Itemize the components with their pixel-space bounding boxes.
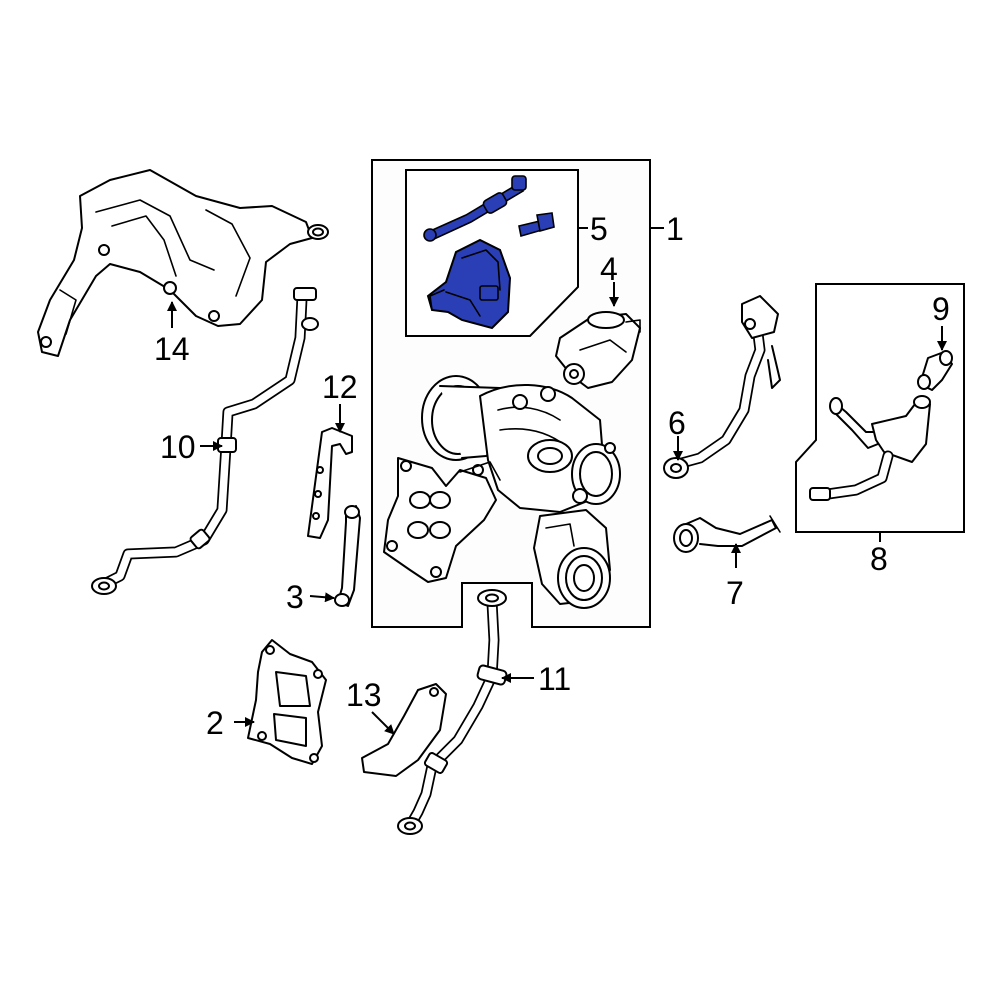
callout-11: 11 [538,661,571,697]
callout-13: 13 [346,677,382,713]
strap[interactable] [334,505,361,607]
coolant-hose-kit-box [795,283,965,542]
callout-5: 5 [590,211,608,247]
support-bracket[interactable] [307,427,353,539]
callout-10: 10 [160,429,196,465]
callout-6: 6 [668,405,686,441]
oil-feed-line[interactable] [91,287,319,595]
quick-connector[interactable] [917,350,953,391]
callout-2: 2 [206,705,224,741]
wastegate-actuator-highlighted[interactable] [423,175,555,330]
callout-12: 12 [322,369,358,405]
callout-4: 4 [600,251,618,287]
callout-8: 8 [870,541,888,577]
callout-14: 14 [154,331,190,367]
callout-9: 9 [932,291,950,327]
coolant-hose-assembly[interactable] [809,395,931,501]
oil-return-line[interactable] [397,589,508,835]
heat-shield[interactable] [37,169,329,357]
coolant-pipe[interactable] [673,515,781,553]
callout-labels: 1 2 3 4 5 6 7 8 9 10 11 12 13 14 [154,211,950,741]
coolant-line[interactable] [663,295,781,479]
turbocharger-body[interactable] [383,375,621,609]
callout-3: 3 [286,579,304,615]
callout-1: 1 [666,211,684,247]
gasket[interactable] [247,639,327,765]
callout-7: 7 [726,575,744,611]
leader-lines [167,282,947,735]
coolant-outlet-housing[interactable] [555,311,641,389]
